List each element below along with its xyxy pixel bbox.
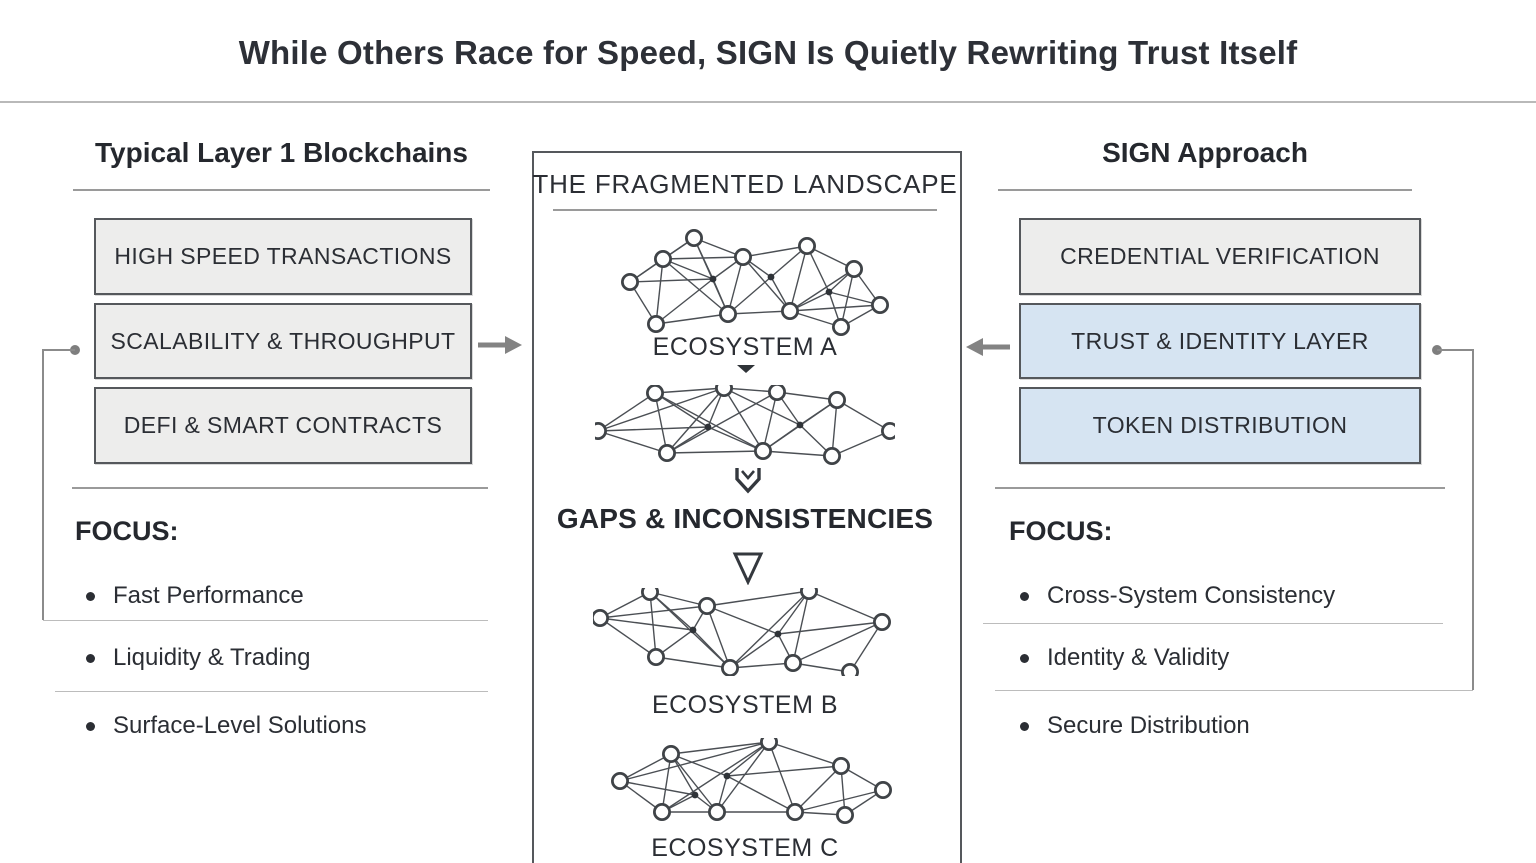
right-box-trust-label: TRUST & IDENTITY LAYER <box>1071 327 1369 354</box>
center-heading-underline <box>553 209 937 211</box>
bullet-dot-icon <box>1020 653 1029 663</box>
center-panel-heading: THE FRAGMENTED LANDSCAPE <box>532 169 958 199</box>
left-bullet-surface: Surface-Level Solutions <box>86 712 366 740</box>
double-chevron-icon <box>735 468 761 494</box>
bullet-dot-icon <box>1020 591 1029 601</box>
right-column-heading: SIGN Approach <box>1102 137 1308 168</box>
left-focus-divider <box>72 487 488 489</box>
ecosystem-c-network <box>610 738 892 825</box>
right-box-trust: TRUST & IDENTITY LAYER <box>1019 303 1421 379</box>
left-bullet-divider-1 <box>43 620 488 621</box>
title-divider <box>0 101 1536 103</box>
ecosystem-c-label: ECOSYSTEM C <box>651 834 839 862</box>
mid-network <box>595 385 895 465</box>
right-bullet-divider-1 <box>983 623 1443 624</box>
left-bullet-divider-2 <box>55 691 488 692</box>
left-box-high-speed-label: HIGH SPEED TRANSACTIONS <box>114 243 452 269</box>
left-box-high-speed: HIGH SPEED TRANSACTIONS <box>94 218 472 295</box>
left-focus-label: FOCUS: <box>75 516 179 546</box>
right-box-credential-label: CREDENTIAL VERIFICATION <box>1060 243 1380 269</box>
right-bullet-divider-2 <box>995 690 1473 691</box>
ecosystem-b-network <box>593 588 891 676</box>
gaps-inconsistencies-label: GAPS & INCONSISTENCIES <box>556 503 934 534</box>
ecosystem-a-label: ECOSYSTEM A <box>652 333 838 361</box>
right-bullet-identity: Identity & Validity <box>1020 644 1229 672</box>
bullet-dot-icon <box>86 721 95 731</box>
right-box-token-label: TOKEN DISTRIBUTION <box>1092 412 1348 438</box>
right-heading-underline <box>998 189 1412 191</box>
bullet-dot-icon <box>1020 721 1029 731</box>
left-bullet-liquidity: Liquidity & Trading <box>86 644 310 672</box>
bullet-dot-icon <box>86 653 95 663</box>
right-bullet-secure: Secure Distribution <box>1020 712 1250 740</box>
right-bracket-connector <box>1432 345 1474 690</box>
left-bullet-fast-performance: Fast Performance <box>86 582 304 610</box>
page-title: While Others Race for Speed, SIGN Is Qui… <box>238 34 1298 71</box>
right-bullet-cross-system: Cross-System Consistency <box>1020 582 1335 610</box>
right-box-credential: CREDENTIAL VERIFICATION <box>1019 218 1421 295</box>
left-box-defi-label: DEFI & SMART CONTRACTS <box>123 412 443 438</box>
right-box-token: TOKEN DISTRIBUTION <box>1019 387 1421 464</box>
left-column-heading: Typical Layer 1 Blockchains <box>95 137 468 168</box>
left-heading-underline <box>73 189 490 191</box>
left-bracket-connector <box>42 345 80 620</box>
right-focus-label: FOCUS: <box>1009 516 1113 546</box>
left-box-scalability-label: SCALABILITY & THROUGHPUT <box>110 327 456 354</box>
down-triangle-icon <box>732 552 764 585</box>
bullet-dot-icon <box>86 591 95 601</box>
ecosystem-a-network <box>620 229 889 337</box>
ecosystem-b-label: ECOSYSTEM B <box>651 691 839 719</box>
left-box-defi: DEFI & SMART CONTRACTS <box>94 387 472 464</box>
down-arrow-icon <box>737 365 755 373</box>
left-box-scalability: SCALABILITY & THROUGHPUT <box>94 303 472 379</box>
arrow-right-to-center <box>966 338 1010 356</box>
right-focus-divider <box>995 487 1445 489</box>
arrow-left-to-center <box>478 336 522 354</box>
